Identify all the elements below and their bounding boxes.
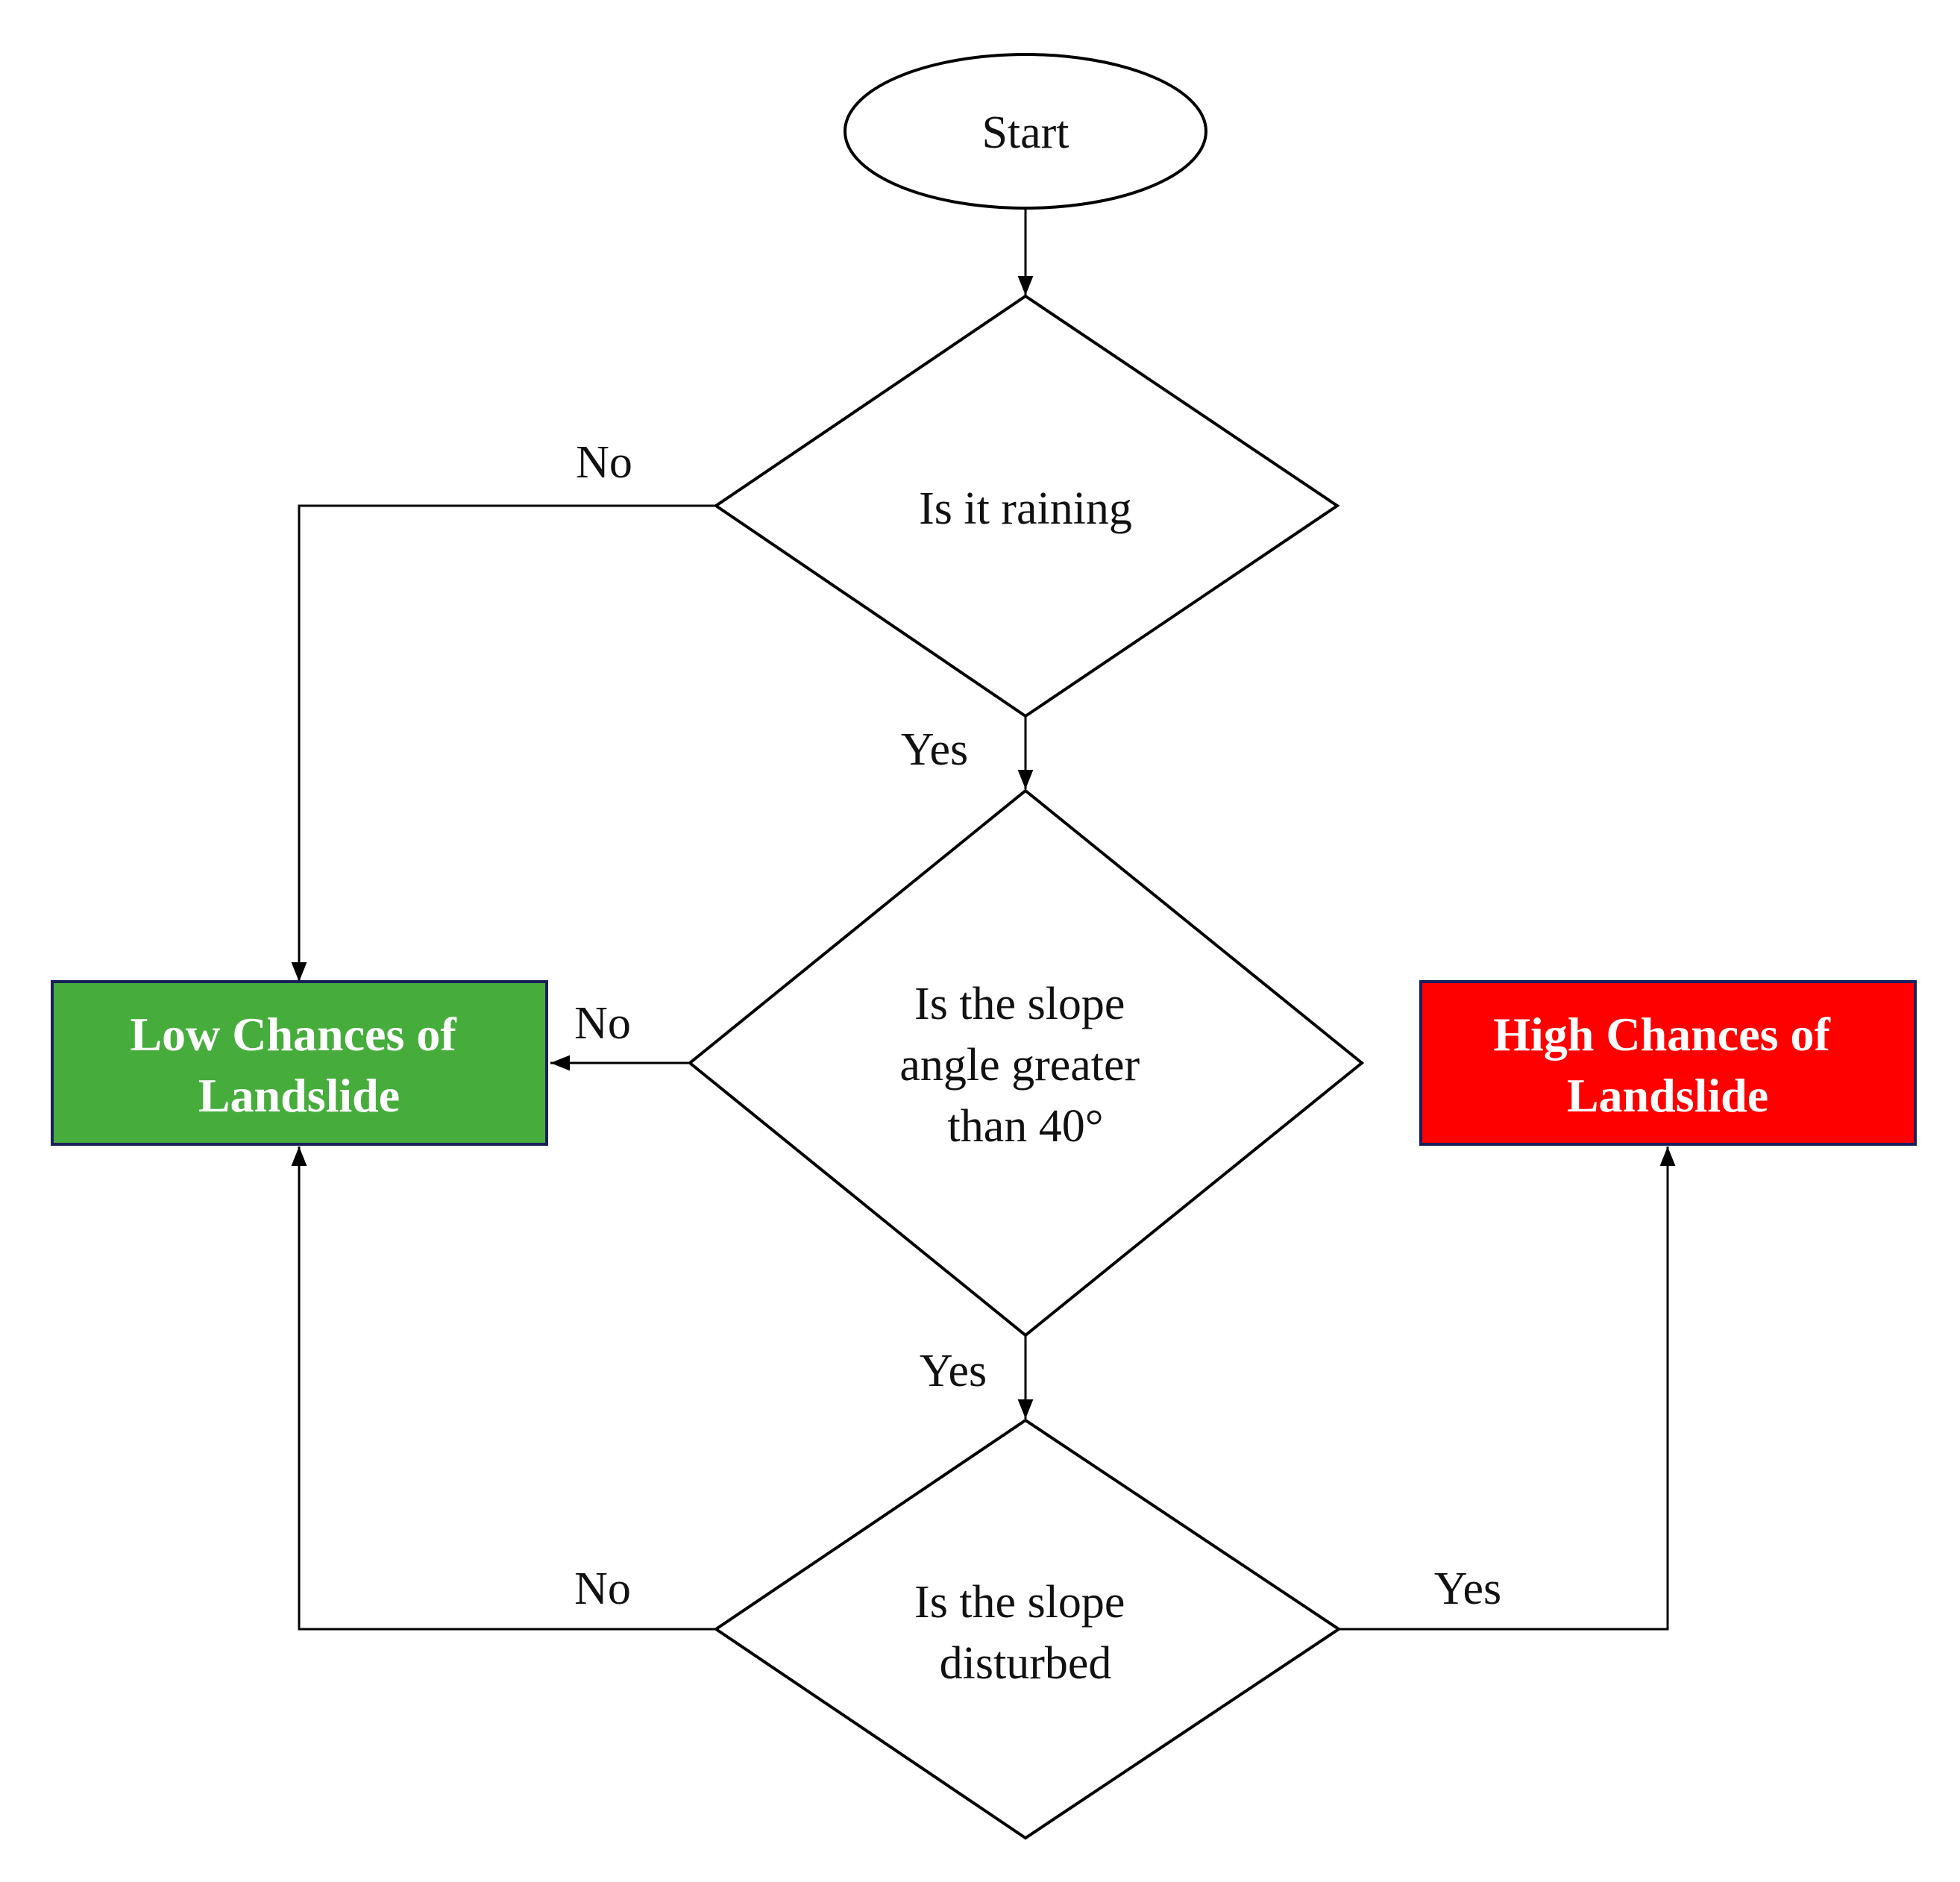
decision-slope-disturbed-line-1: Is the slope xyxy=(914,1577,1125,1628)
start-label: Start xyxy=(981,107,1069,158)
decision-slope-disturbed xyxy=(713,1418,1342,1840)
label-slope-angle-yes: Yes xyxy=(920,1346,987,1396)
decision-raining xyxy=(713,294,1340,718)
decision-slope-angle-line-3: than 40° xyxy=(947,1101,1103,1152)
decision-slope-disturbed-line-2: disturbed xyxy=(940,1638,1112,1689)
label-slope-angle-no: No xyxy=(574,998,631,1049)
label-slope-disturbed-yes: Yes xyxy=(1434,1563,1501,1614)
decision-slope-disturbed-label: Is the slope disturbed xyxy=(914,1577,1137,1689)
decision-slope-angle-label: Is the slope angle greater than 40° xyxy=(899,979,1151,1152)
label-raining-no: No xyxy=(576,437,632,488)
decision-slope-angle-line-1: Is the slope xyxy=(914,979,1125,1029)
edge-slope-disturbed-yes xyxy=(1339,1147,1676,1631)
start-node xyxy=(844,53,1207,210)
decision-slope-angle xyxy=(687,788,1365,1337)
terminal-low-chances-line-1: Low Chances of xyxy=(130,1008,456,1061)
decision-raining-line-1: Is it raining xyxy=(919,483,1132,534)
edge-raining-no xyxy=(291,504,716,982)
label-slope-disturbed-no: No xyxy=(574,1563,631,1614)
terminal-high-chances xyxy=(1419,980,1917,1146)
terminal-high-chances-label: High Chances of Landslide xyxy=(1493,1008,1842,1122)
terminal-low-chances-label: Low Chances of Landslide xyxy=(130,1008,468,1122)
terminal-low-chances xyxy=(51,980,548,1146)
edge-slope-disturbed-no xyxy=(291,1147,716,1631)
label-raining-yes: Yes xyxy=(901,724,968,775)
decision-slope-angle-line-2: angle greater xyxy=(899,1040,1140,1091)
terminal-high-chances-line-1: High Chances of xyxy=(1493,1008,1830,1061)
terminal-low-chances-line-2: Landslide xyxy=(198,1069,400,1122)
decision-raining-label: Is it raining xyxy=(919,483,1132,534)
terminal-high-chances-line-2: Landslide xyxy=(1567,1069,1768,1122)
